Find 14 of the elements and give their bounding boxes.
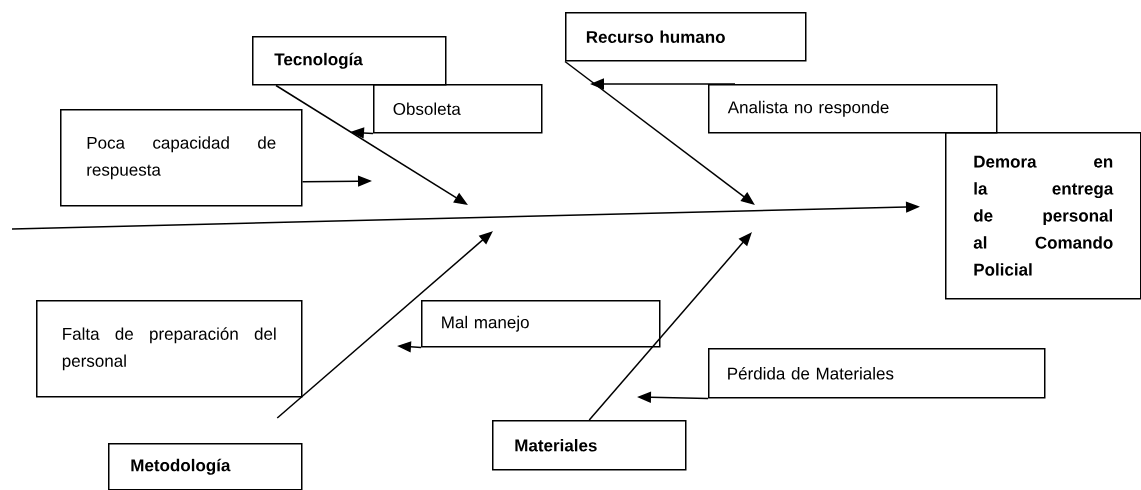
cause-box: Mal manejo	[421, 300, 661, 348]
cause-box: Falta de preparación del personal	[36, 300, 303, 398]
effect-box: Demora en la entrega de personal al Comando Policial	[945, 132, 1141, 300]
bone-arrow	[276, 231, 493, 419]
category-box: Materiales	[492, 420, 687, 471]
category-box: Metodología	[108, 443, 303, 490]
bone-arrow	[588, 232, 752, 421]
category-box: Recurso humano	[565, 12, 807, 62]
cause-box: Analista no responde	[708, 84, 998, 134]
cause-box: Obsoleta	[373, 84, 543, 134]
category-box: Tecnología	[252, 36, 447, 86]
bone-arrow	[564, 60, 755, 205]
cause-box: Poca capacidad de respuesta	[60, 109, 303, 207]
cause-box: Pérdida de Materiales	[708, 348, 1046, 399]
